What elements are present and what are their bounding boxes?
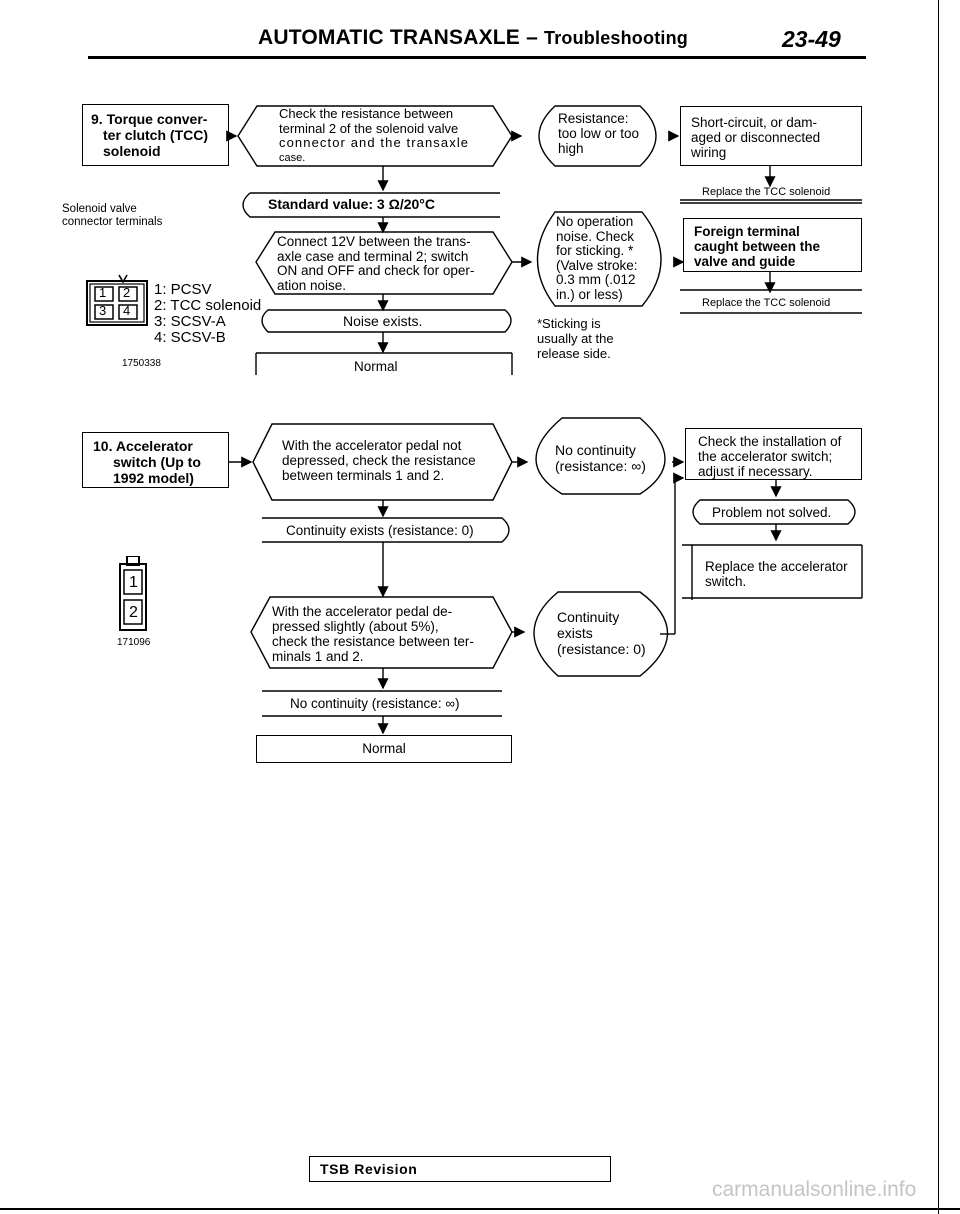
pin-label: 4	[123, 303, 131, 318]
right-margin-rule	[938, 0, 939, 1214]
s9-foreign-box: Foreign terminal caught between the valv…	[683, 218, 862, 272]
problem-not-solved-bar	[692, 499, 856, 525]
s10-nocont-oval	[535, 417, 666, 495]
s10-title-line: 10. Accelerator	[93, 438, 193, 454]
s10-nocont-text: No continuity (resistance: ∞)	[555, 442, 646, 474]
s9-res-action-box: Short-circuit, or dam- aged or disconnec…	[680, 106, 862, 166]
s9-title-line: 9. Torque conver-	[91, 111, 208, 127]
replace-tcc-label: Replace the TCC solenoid	[702, 186, 831, 198]
s10-title-box: 10. Accelerator switch (Up to 1992 model…	[82, 432, 229, 488]
pin-label: 1	[99, 285, 107, 300]
terminal-label: 3: SCSV-A	[154, 313, 226, 330]
no-continuity-result-label: No continuity (resistance: ∞)	[290, 696, 460, 711]
s10-cont-text: Continuity exists (resistance: 0)	[557, 609, 646, 657]
continuity-exists-bar	[262, 517, 510, 543]
s10-step2-shape	[250, 596, 513, 669]
continuity-exists-label: Continuity exists (resistance: 0)	[286, 523, 474, 538]
standard-value-bar	[242, 192, 500, 218]
s10-install-box: Check the installation of the accelerato…	[685, 428, 862, 480]
replace-tcc-label: Replace the TCC solenoid	[702, 297, 831, 309]
s9-step1-text: Check the resistance between terminal 2 …	[279, 106, 470, 164]
terminal-label: 2: TCC solenoid	[154, 297, 262, 314]
s9-res-condition: Resistance: too low or too high	[558, 111, 640, 156]
s9-noop-oval	[536, 211, 662, 307]
figure-id: 1750338	[122, 358, 161, 369]
s10-replace-text: Replace the accelerator switch.	[705, 559, 848, 589]
terminal-label: 1: PCSV	[154, 281, 212, 298]
s9-title-box: 9. Torque conver- ter clutch (TCC) solen…	[82, 104, 229, 166]
figure-id: 171096	[117, 637, 151, 648]
accelerator-switch-connector-icon	[119, 556, 147, 631]
pin-label: 2	[129, 604, 138, 621]
s9-normal-label: Normal	[354, 359, 398, 374]
page-number: 23-49	[782, 26, 841, 52]
footer-rule	[0, 1208, 960, 1210]
terminal-label: 4: SCSV-B	[154, 329, 226, 346]
s10-title-line: 1992 model)	[113, 470, 194, 486]
s10-step1-shape	[252, 423, 513, 501]
sticking-note: *Sticking is usually at the release side…	[537, 316, 614, 361]
pin-label: 2	[123, 285, 131, 300]
s9-title-line: ter clutch (TCC)	[103, 127, 208, 143]
s10-title-line: switch (Up to	[113, 454, 201, 470]
solenoid-connector-icon	[86, 280, 148, 326]
s10-step2-text: With the accelerator pedal de- pressed s…	[272, 604, 474, 664]
connector-caption: Solenoid valve connector terminals	[62, 203, 163, 228]
watermark: carmanualsonline.info	[712, 1178, 917, 1201]
s10-normal-box: Normal	[256, 735, 512, 763]
noise-exists-bar	[261, 309, 512, 333]
connector-terminal-list: 1: PCSV 2: TCC solenoid 3: SCSV-A 4: SCS…	[154, 282, 261, 346]
s9-title-line: solenoid	[103, 143, 161, 159]
s10-step1-text: With the accelerator pedal not depressed…	[282, 438, 476, 483]
tsb-revision-box: TSB Revision	[309, 1156, 611, 1182]
problem-not-solved-label: Problem not solved.	[712, 505, 832, 520]
s9-step2-text: Connect 12V between the trans- axle case…	[277, 234, 475, 293]
page-title: AUTOMATIC TRANSAXLE – Troubleshooting	[258, 26, 688, 49]
s9-step1-shape	[237, 105, 513, 167]
pin-label: 1	[129, 574, 138, 591]
s9-noop-text: No operation noise. Check for sticking. …	[556, 214, 638, 302]
pin-label: 3	[99, 303, 107, 318]
header-rule	[88, 56, 866, 59]
s9-step2-shape	[255, 231, 513, 295]
standard-value: Standard value: 3 Ω/20°C	[268, 196, 435, 212]
s9-res-oval	[538, 105, 657, 167]
s10-cont-oval	[533, 591, 668, 677]
noise-exists-label: Noise exists.	[343, 313, 423, 329]
